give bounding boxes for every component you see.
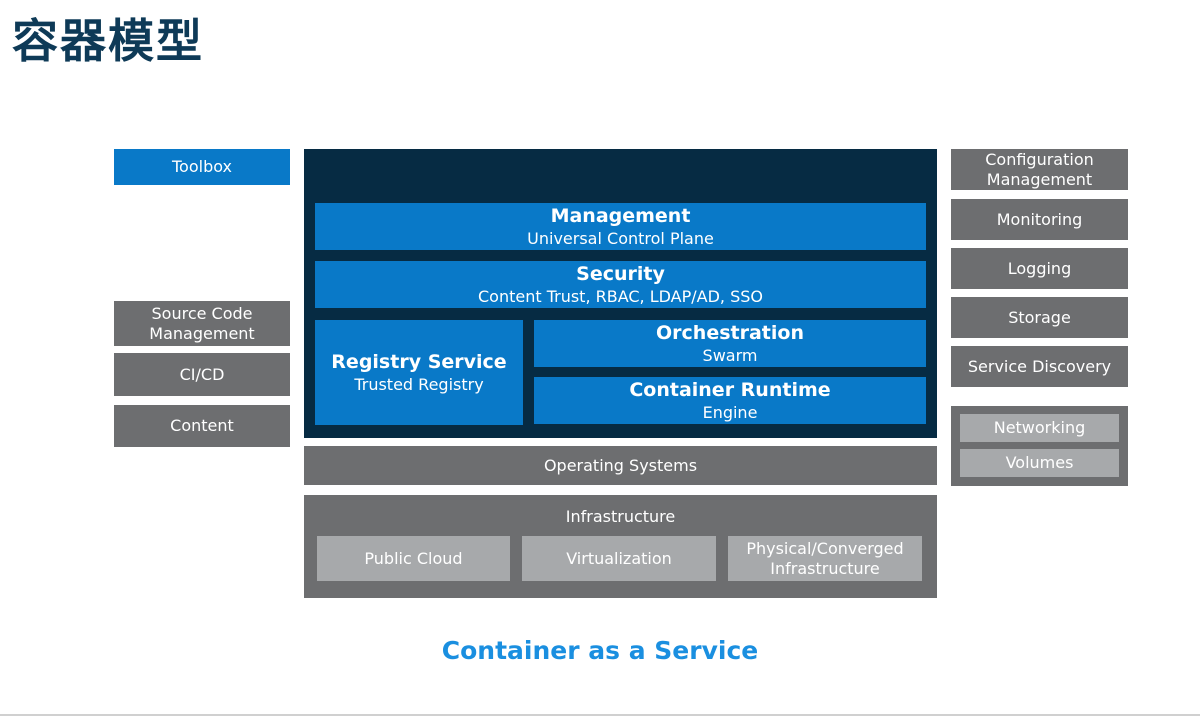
registry-service-subtitle: Trusted Registry bbox=[354, 375, 484, 395]
configuration-management-box: Configuration Management bbox=[951, 149, 1128, 190]
page-title: 容器模型 bbox=[12, 14, 204, 68]
security-subtitle: Content Trust, RBAC, LDAP/AD, SSO bbox=[477, 287, 764, 307]
infrastructure-title: Infrastructure bbox=[565, 507, 676, 527]
operating-systems-layer: Operating Systems bbox=[304, 446, 937, 485]
public-cloud-label: Public Cloud bbox=[364, 548, 463, 568]
networking-label: Networking bbox=[993, 418, 1086, 438]
monitoring-box: Monitoring bbox=[951, 199, 1128, 240]
orchestration-title: Orchestration bbox=[656, 321, 804, 344]
infrastructure-title-wrap: Infrastructure bbox=[304, 505, 937, 529]
source-code-management-line1: Source Code bbox=[151, 304, 253, 324]
ci-cd-label: CI/CD bbox=[179, 364, 225, 384]
physical-converged-line2: Infrastructure bbox=[770, 558, 880, 578]
management-layer: Management Universal Control Plane bbox=[315, 203, 926, 250]
toolbox-box: Toolbox bbox=[114, 149, 290, 185]
source-code-management-box: Source Code Management bbox=[114, 301, 290, 346]
volumes-box: Volumes bbox=[960, 449, 1119, 477]
virtualization-box: Virtualization bbox=[522, 536, 716, 581]
toolbox-label: Toolbox bbox=[172, 157, 232, 177]
configuration-management-line1: Configuration bbox=[985, 150, 1094, 170]
registry-service-layer: Registry Service Trusted Registry bbox=[315, 320, 523, 425]
physical-converged-line1: Physical/Converged bbox=[746, 539, 904, 559]
container-runtime-layer: Container Runtime Engine bbox=[534, 377, 926, 424]
bottom-divider bbox=[0, 714, 1200, 716]
ci-cd-box: CI/CD bbox=[114, 353, 290, 396]
logging-box: Logging bbox=[951, 248, 1128, 289]
volumes-label: Volumes bbox=[1005, 453, 1074, 473]
source-code-management-line2: Management bbox=[149, 323, 255, 343]
storage-box: Storage bbox=[951, 297, 1128, 338]
configuration-management-line2: Management bbox=[986, 169, 1093, 189]
operating-systems-label: Operating Systems bbox=[543, 455, 698, 475]
physical-converged-box: Physical/Converged Infrastructure bbox=[728, 536, 922, 581]
monitoring-label: Monitoring bbox=[996, 209, 1083, 229]
service-discovery-box: Service Discovery bbox=[951, 346, 1128, 387]
service-discovery-label: Service Discovery bbox=[967, 356, 1112, 376]
orchestration-layer: Orchestration Swarm bbox=[534, 320, 926, 367]
public-cloud-box: Public Cloud bbox=[317, 536, 510, 581]
content-label: Content bbox=[170, 416, 234, 436]
virtualization-label: Virtualization bbox=[566, 548, 672, 568]
logging-label: Logging bbox=[1007, 258, 1072, 278]
management-title: Management bbox=[550, 204, 691, 227]
registry-service-title: Registry Service bbox=[331, 350, 507, 373]
management-subtitle: Universal Control Plane bbox=[527, 229, 714, 249]
container-runtime-subtitle: Engine bbox=[702, 403, 758, 423]
orchestration-subtitle: Swarm bbox=[702, 346, 758, 366]
diagram-caption: Container as a Service bbox=[441, 636, 759, 665]
security-layer: Security Content Trust, RBAC, LDAP/AD, S… bbox=[315, 261, 926, 308]
storage-label: Storage bbox=[1008, 307, 1071, 327]
security-title: Security bbox=[576, 262, 665, 285]
networking-box: Networking bbox=[960, 414, 1119, 442]
container-runtime-title: Container Runtime bbox=[629, 378, 831, 401]
content-box: Content bbox=[114, 405, 290, 447]
